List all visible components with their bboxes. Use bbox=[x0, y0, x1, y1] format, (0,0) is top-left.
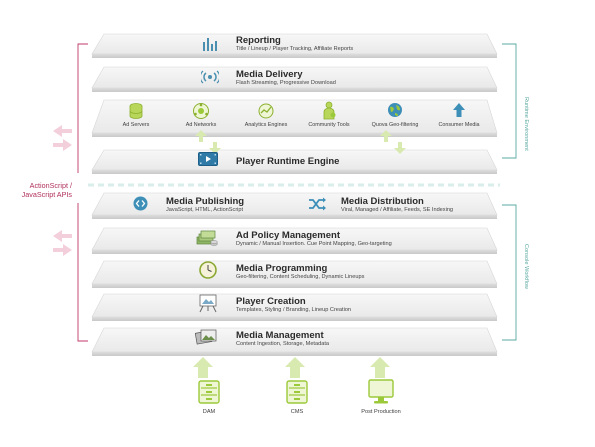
network-icon bbox=[193, 103, 209, 119]
source-arrows bbox=[193, 357, 390, 378]
layer-title-media-publishing: Media Publishing bbox=[166, 196, 245, 207]
money-icon bbox=[196, 230, 218, 246]
source-label-dam: DAM bbox=[202, 409, 216, 415]
globe-icon bbox=[388, 103, 402, 117]
layer-subtitle-media-programming: Geo-filtering, Content Scheduling, Dynam… bbox=[236, 274, 365, 280]
code-icon bbox=[133, 196, 148, 211]
service-label-ad-networks: Ad Networks bbox=[185, 122, 217, 128]
layer-subtitle-media-publishing: JavaScript, HTML, ActionScript bbox=[166, 207, 244, 213]
layer-subtitle-ad-policy: Dynamic / Manual Insertion. Cue Point Ma… bbox=[236, 241, 392, 247]
source-label-post-production: Post Production bbox=[361, 409, 401, 415]
service-label-quova-geo-filtering: Quova Geo-filtering bbox=[371, 122, 419, 128]
slab-player-runtime bbox=[91, 149, 498, 174]
api-arrows-bottom bbox=[53, 230, 72, 256]
easel-icon bbox=[199, 294, 217, 313]
service-label-ad-servers: Ad Servers bbox=[122, 122, 150, 128]
layer-title-media-distribution: Media Distribution bbox=[341, 196, 424, 207]
clock-icon bbox=[199, 261, 217, 279]
slab-media-delivery bbox=[91, 66, 498, 92]
dam-icon bbox=[198, 380, 220, 404]
slab-ad-policy bbox=[91, 227, 498, 254]
service-label-consumer-media: Consumer Media bbox=[438, 122, 480, 128]
community-icon bbox=[323, 101, 336, 120]
layer-subtitle-media-distribution: Viral, Managed / Affiliate, Feeds, SE In… bbox=[341, 207, 454, 213]
shuffle-icon bbox=[309, 197, 326, 211]
cms-icon bbox=[286, 380, 308, 404]
bidirectional-arrow-left bbox=[195, 130, 221, 154]
service-label-community-tools: Community Tools bbox=[308, 122, 350, 128]
side-label-runtime-environment: Runtime Environment bbox=[523, 97, 529, 151]
slab-player-creation bbox=[91, 293, 498, 321]
layer-title-ad-policy: Ad Policy Management bbox=[236, 230, 340, 241]
photo-stack-icon bbox=[195, 329, 217, 345]
layer-title-media-programming: Media Programming bbox=[236, 263, 328, 274]
layer-title-player-creation: Player Creation bbox=[236, 296, 306, 307]
layer-title-reporting: Reporting bbox=[236, 35, 281, 46]
service-label-analytics-engines: Analytics Engines bbox=[244, 122, 288, 128]
analytics-icon bbox=[258, 103, 274, 119]
broadcast-icon bbox=[201, 70, 219, 84]
console-bracket bbox=[502, 204, 517, 341]
slab-services bbox=[91, 99, 498, 137]
slab-media-management bbox=[91, 327, 498, 356]
layer-subtitle-reporting: Title / Lineup / Player Tracking, Affili… bbox=[236, 46, 354, 52]
api-label: ActionScript / JavaScript APIs bbox=[8, 181, 72, 199]
database-icon bbox=[129, 103, 143, 119]
layer-title-player-runtime: Player Runtime Engine bbox=[236, 156, 340, 167]
api-bracket bbox=[77, 43, 88, 342]
api-label-line-2: JavaScript APIs bbox=[21, 190, 72, 199]
slab-reporting bbox=[91, 33, 498, 58]
layer-subtitle-media-delivery: Flash Streaming, Progressive Download bbox=[236, 80, 336, 86]
side-label-console-workflow: Console Workflow bbox=[523, 244, 529, 289]
layer-title-media-management: Media Management bbox=[236, 330, 324, 341]
film-player-icon bbox=[198, 152, 218, 166]
bidirectional-arrow-right bbox=[380, 130, 406, 154]
slab-publishing-distribution bbox=[91, 192, 498, 219]
slab-media-programming bbox=[91, 260, 498, 288]
layer-title-media-delivery: Media Delivery bbox=[236, 69, 303, 80]
layer-subtitle-media-management: Content Ingestion, Storage, Metadata bbox=[236, 341, 329, 347]
runtime-bracket bbox=[502, 43, 517, 159]
monitor-icon bbox=[368, 379, 394, 404]
api-arrows-top bbox=[53, 125, 72, 151]
source-label-cms: CMS bbox=[290, 409, 304, 415]
upload-arrow-icon bbox=[453, 103, 465, 117]
api-label-line-1: ActionScript / bbox=[29, 181, 72, 190]
bar-chart-icon bbox=[203, 38, 217, 51]
layer-subtitle-player-creation: Templates, Styling / Branding, Lineup Cr… bbox=[236, 307, 352, 313]
